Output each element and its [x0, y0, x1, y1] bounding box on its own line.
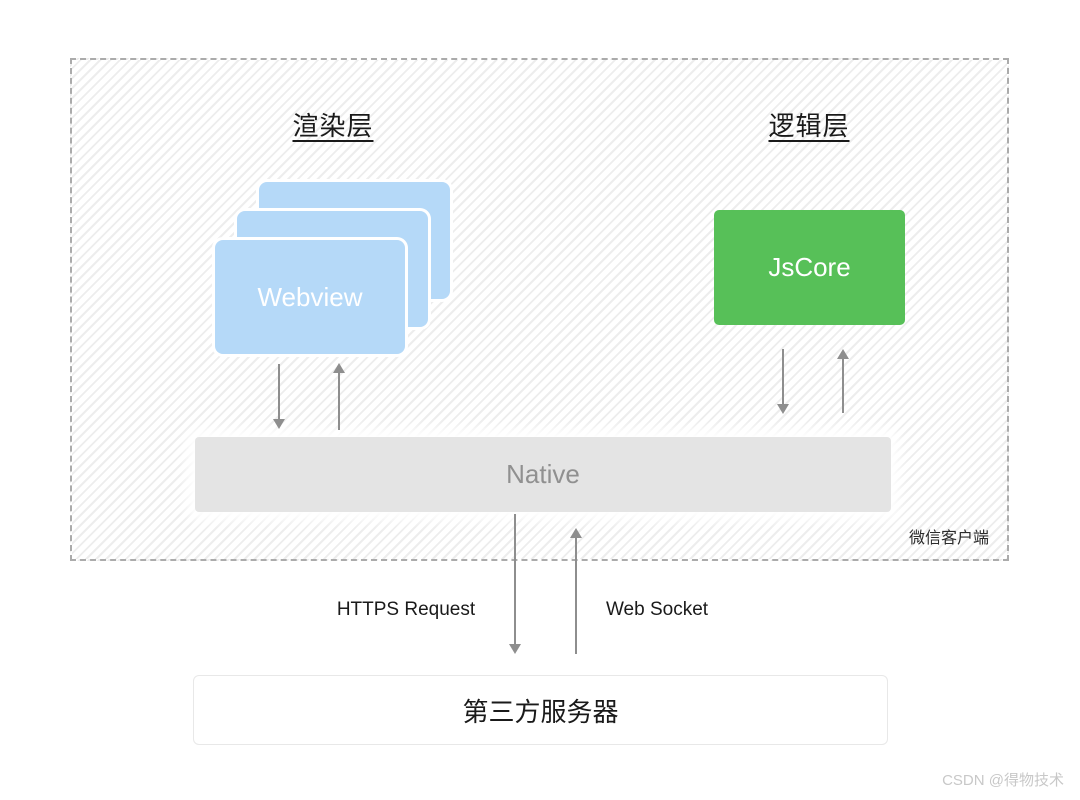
- jscore-to-native-arrow: [777, 349, 789, 414]
- wechat-client-label: 微信客户端: [908, 530, 989, 547]
- arrow-head-up-icon: [333, 363, 345, 373]
- logic-layer-title: 逻辑层: [768, 111, 850, 141]
- arrow-head-down-icon: [509, 644, 521, 654]
- native-to-server-arrow: [509, 514, 521, 654]
- arrow-head-down-icon: [777, 404, 789, 414]
- jscore-node: JsCore: [714, 210, 905, 325]
- render-layer-title: 渲染层: [292, 111, 374, 141]
- wechat-client-container: 渲染层 逻辑层 Webview JsCore Native 微信客户端: [70, 58, 1009, 561]
- https-request-label: HTTPS Request: [336, 599, 476, 620]
- arrow-head-down-icon: [273, 419, 285, 429]
- web-socket-label: Web Socket: [605, 599, 709, 620]
- native-node: Native: [195, 437, 891, 512]
- webview-node: Webview: [215, 240, 405, 354]
- arrow-head-up-icon: [837, 349, 849, 359]
- third-party-server-node: 第三方服务器: [193, 675, 888, 745]
- native-to-webview-arrow: [333, 363, 345, 430]
- csdn-watermark: CSDN @得物技术: [942, 772, 1064, 789]
- native-to-jscore-arrow: [837, 349, 849, 413]
- server-to-native-arrow: [570, 528, 582, 654]
- webview-to-native-arrow: [273, 364, 285, 429]
- arrow-head-up-icon: [570, 528, 582, 538]
